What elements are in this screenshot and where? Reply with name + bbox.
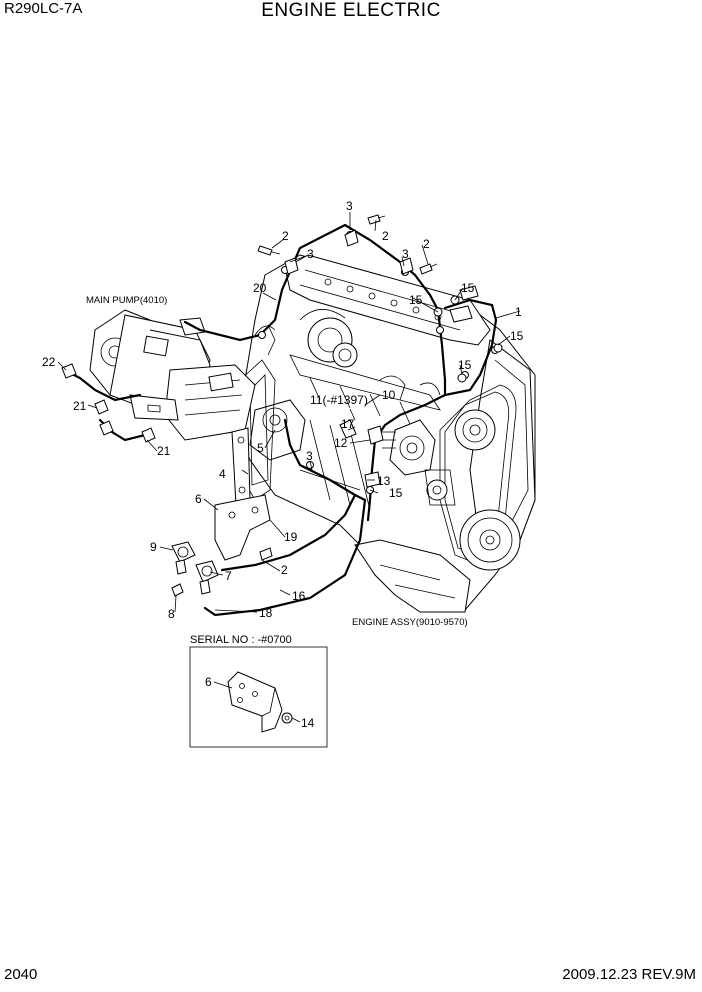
callout-11: 11(-#1397) [310,393,368,407]
callout-3: 3 [402,247,409,261]
revision-date: 2009.12.23 REV.9M [562,966,696,983]
callout-18: 18 [259,606,273,620]
callout-6: 6 [195,492,202,506]
callout-12: 12 [334,436,348,450]
engine-assembly [234,254,536,613]
callout-5: 5 [257,441,264,455]
model-number: R290LC-7A [4,0,83,17]
main-pump-label: MAIN PUMP(4010) [86,295,167,306]
callout-15: 15 [458,358,472,372]
callout-2: 2 [282,229,289,243]
callout-22: 22 [42,355,56,369]
callout-2: 2 [281,563,288,577]
callout-10: 10 [382,388,396,402]
callout-15: 15 [409,293,423,307]
callout-2: 2 [382,229,389,243]
callout-15: 15 [461,281,475,295]
callout-4: 4 [219,467,226,481]
callout-15: 15 [389,486,403,500]
engine-assy-label: ENGINE ASSY(9010-9570) [352,617,468,628]
page-title: ENGINE ELECTRIC [261,0,441,21]
leader-lines [57,212,521,723]
page-number: 2040 [4,966,38,983]
callout-8: 8 [168,607,175,621]
callout-15: 15 [510,329,524,343]
callout-21: 21 [73,399,87,413]
serial-inset [189,646,328,748]
callout-7: 7 [225,569,232,583]
callout-21: 21 [157,444,171,458]
callout-20: 20 [253,281,267,295]
callout-3: 3 [306,449,313,463]
callout-numbers: 1 2 2 2 2 3 3 3 3 4 5 6 6 7 8 9 10 11(-#… [42,199,524,730]
callout-6: 6 [205,675,212,689]
callout-14: 14 [301,716,315,730]
callout-2: 2 [423,237,430,251]
callout-16: 16 [292,589,306,603]
callout-9: 9 [150,540,157,554]
callout-13: 13 [377,474,391,488]
callout-1: 1 [515,305,522,319]
serial-label: SERIAL NO : -#0700 [190,634,292,646]
callout-3: 3 [346,199,353,213]
callout-17: 17 [341,417,355,431]
main-pump [89,309,256,441]
callout-3: 3 [307,247,314,261]
callout-19: 19 [284,530,298,544]
small-parts [61,214,503,597]
